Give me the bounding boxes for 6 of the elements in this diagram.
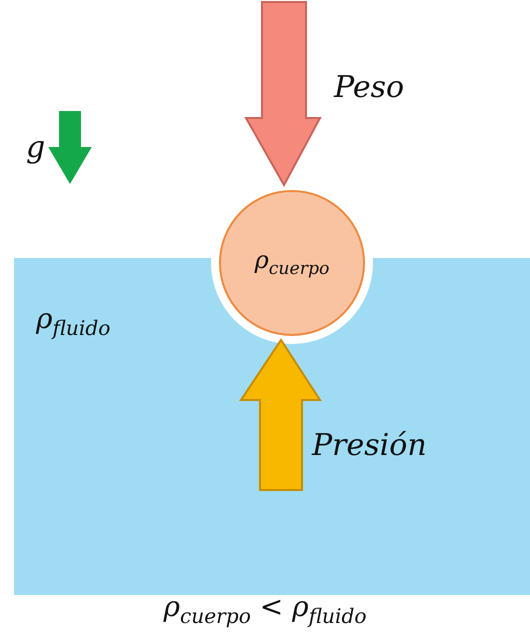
force-label: g [26, 130, 46, 165]
density-label: ρ$_{fluido}$ [36, 302, 110, 340]
force-label: Presión [312, 428, 427, 463]
force-label: Peso [334, 70, 404, 105]
caption: ρ$_{cuerpo}$ < ρ$_{fluido}$ [164, 590, 366, 628]
density-label: ρ$_{cuerpo}$ [254, 246, 330, 280]
